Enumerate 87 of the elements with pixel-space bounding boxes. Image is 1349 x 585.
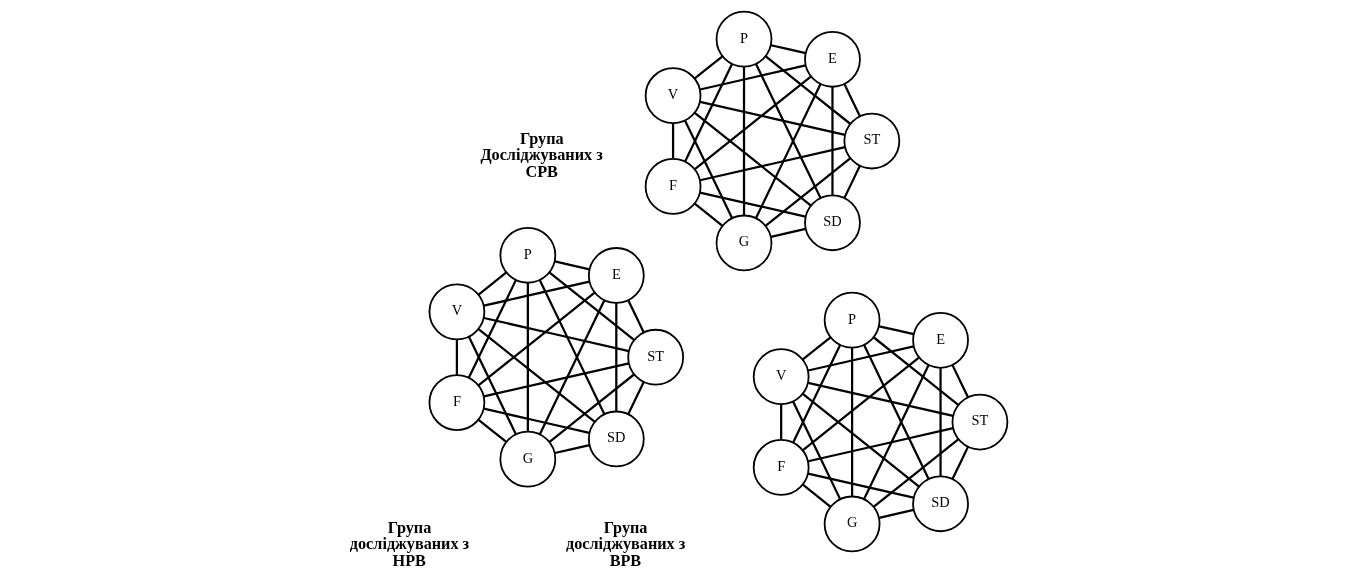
node-circle: ST (626, 328, 684, 386)
connector (742, 66, 745, 216)
connector (548, 271, 635, 341)
node-circle: E (911, 311, 969, 369)
node-circle: F (428, 374, 485, 431)
connector (764, 55, 851, 125)
connector (807, 427, 953, 463)
node-circle: V (428, 283, 485, 341)
connector (467, 279, 517, 379)
connector (764, 157, 851, 227)
connector (477, 418, 507, 443)
connector (878, 508, 914, 519)
connector (683, 63, 733, 162)
connector (878, 325, 914, 336)
node-circle: SD (587, 410, 645, 468)
node-circle: G (823, 495, 880, 553)
connector (614, 303, 617, 412)
connector (862, 344, 930, 480)
connector (477, 271, 507, 296)
node-circle: SD (803, 194, 861, 252)
label: Група досліджуваних з ВРВ (565, 519, 685, 570)
connector (801, 336, 831, 361)
connector (807, 472, 914, 499)
connector (526, 282, 529, 432)
label: Група Досліджуваних з СРВ (479, 130, 603, 181)
connector (770, 44, 806, 55)
connector (477, 328, 595, 423)
node-circle: G (499, 430, 556, 488)
connector (843, 165, 861, 199)
node-circle: V (752, 348, 810, 406)
node-circle: P (715, 10, 772, 68)
connector (862, 364, 930, 500)
connector (538, 299, 605, 435)
connector (951, 364, 969, 398)
connector (693, 112, 812, 207)
connector (699, 191, 806, 218)
connector (626, 381, 645, 415)
connector (467, 336, 517, 435)
connector (791, 344, 841, 443)
node-circle: ST (842, 112, 900, 170)
connector (693, 75, 811, 171)
connector (779, 404, 782, 440)
connector (872, 438, 959, 508)
connector (538, 279, 605, 415)
connector (671, 123, 674, 159)
connector (455, 339, 458, 375)
connector (626, 299, 645, 333)
connector (770, 227, 806, 238)
connector (850, 347, 853, 497)
connector (554, 444, 590, 455)
connector (951, 446, 969, 480)
connector (801, 483, 831, 508)
node-circle: E (587, 247, 645, 304)
connector (477, 291, 595, 387)
connector (483, 316, 629, 353)
connector (683, 120, 733, 219)
connector (554, 260, 590, 271)
connector (699, 100, 845, 136)
connector (483, 280, 590, 307)
connector (483, 407, 590, 434)
node-circle: ST (951, 393, 1008, 451)
node-circle: P (823, 291, 880, 349)
connector (842, 83, 861, 117)
connector (483, 362, 629, 398)
connector (699, 146, 845, 182)
node-circle: E (803, 30, 861, 88)
connector (791, 401, 841, 500)
node-circle: V (644, 67, 701, 125)
connector (807, 345, 914, 372)
connector (807, 381, 953, 418)
connector (801, 356, 920, 452)
node-circle: P (499, 226, 556, 284)
connector (699, 64, 806, 91)
connector (938, 367, 942, 477)
node-circle: F (752, 439, 810, 496)
connector (872, 336, 959, 406)
node-circle: G (715, 214, 772, 272)
connector (548, 373, 635, 443)
connector (830, 86, 834, 196)
connector (693, 202, 723, 227)
label: Група досліджуваних з НРВ (349, 519, 469, 570)
node-circle: SD (911, 475, 969, 533)
node-circle: F (644, 158, 701, 215)
connector (754, 63, 822, 199)
connector (754, 83, 822, 219)
connector (801, 393, 920, 488)
connector (693, 55, 723, 80)
